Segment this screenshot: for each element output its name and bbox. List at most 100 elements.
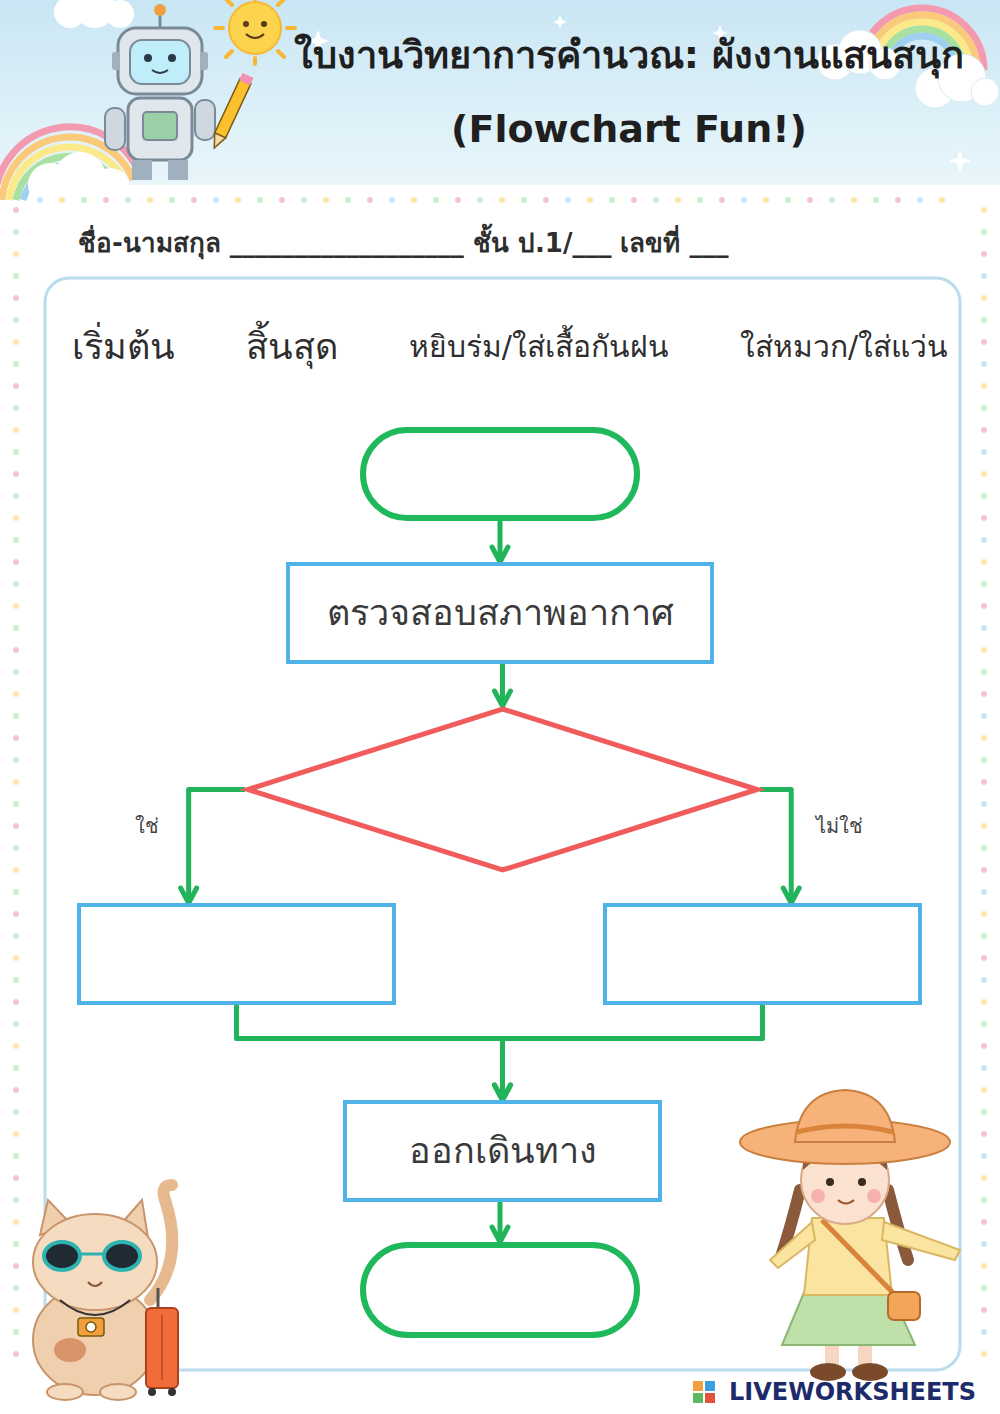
cat-illustration (78, 1318, 104, 1336)
girl-illustration (797, 1126, 893, 1132)
dotted-border (981, 405, 987, 411)
dotted-border (981, 383, 987, 389)
dotted-border (719, 197, 725, 203)
dotted-border (279, 197, 285, 203)
process-box: ออกเดินทาง (343, 1100, 662, 1202)
dotted-border (981, 911, 987, 917)
dotted-border (981, 889, 987, 895)
dotted-border (411, 197, 417, 203)
sun (287, 26, 295, 30)
flow-arrow (760, 790, 791, 904)
dotted-border (13, 625, 19, 631)
dotted-border (455, 197, 461, 203)
dotted-border (981, 999, 987, 1005)
sun (215, 26, 223, 30)
cloud-left (28, 0, 134, 208)
girl-illustration (811, 1189, 825, 1203)
dotted-border (895, 197, 901, 203)
girl-illustration (740, 1090, 960, 1381)
dotted-border (13, 647, 19, 653)
dotted-border (981, 823, 987, 829)
process-box (77, 903, 396, 1005)
process-box (77, 903, 396, 1005)
dotted-border (697, 197, 703, 203)
decision-diamond (245, 706, 760, 873)
girl-illustration (795, 1090, 895, 1142)
watermark-icon (705, 1393, 715, 1403)
diamond-outline (248, 709, 757, 870)
robot (209, 133, 226, 151)
dotted-border (13, 669, 19, 675)
dotted-border (873, 197, 879, 203)
end-terminal (360, 1242, 640, 1338)
terminal-outline (363, 430, 637, 518)
cat-illustration (54, 1338, 86, 1362)
robot (118, 28, 202, 94)
start-terminal (360, 427, 640, 521)
worksheet-title: ใบงานวิทยาการคำนวณ: ผังงานแสนสนุก (Flowc… (268, 18, 990, 166)
cloud-right (971, 78, 999, 106)
dotted-border (13, 1219, 19, 1225)
dotted-border (675, 197, 681, 203)
robot (112, 52, 120, 70)
robot (105, 4, 253, 180)
sun (253, 58, 257, 64)
dotted-border (13, 1263, 19, 1269)
watermark-icon (693, 1393, 703, 1403)
girl-illustration (822, 1220, 900, 1300)
dotted-border (13, 537, 19, 543)
sun (226, 51, 232, 57)
dotted-border (13, 911, 19, 917)
robot (143, 112, 177, 140)
dotted-border (13, 207, 19, 213)
cat-illustration (86, 1322, 96, 1332)
dotted-border (433, 197, 439, 203)
robot (200, 52, 208, 70)
dotted-border (981, 757, 987, 763)
robot (168, 160, 188, 180)
sun (278, 0, 284, 5)
cat-illustration (161, 1315, 163, 1380)
dotted-border (653, 197, 659, 203)
box-outline (605, 905, 920, 1003)
dotted-border (13, 449, 19, 455)
dotted-border (169, 197, 175, 203)
dotted-border (13, 1175, 19, 1181)
panel (45, 278, 960, 1370)
dotted-border (981, 713, 987, 719)
end-terminal (360, 1242, 640, 1338)
dotted-border (13, 1087, 19, 1093)
dotted-border (13, 845, 19, 851)
cat-illustration (33, 1214, 157, 1310)
dotted-border (981, 1043, 987, 1049)
sun (278, 51, 284, 57)
dotted-border (981, 845, 987, 851)
watermark-icon (693, 1381, 715, 1403)
dotted-border (939, 197, 945, 203)
dotted-border (13, 1021, 19, 1027)
node-text: ออกเดินทาง (409, 1128, 597, 1175)
word-bank-item: หยิบร่ม/ใส่เสื้อกันฝน (409, 323, 669, 370)
dotted-border (499, 197, 505, 203)
dotted-border (981, 625, 987, 631)
dotted-border (631, 197, 637, 203)
dotted-border (13, 889, 19, 895)
robot (209, 73, 254, 151)
dotted-border (13, 361, 19, 367)
sparkles (553, 15, 567, 29)
dotted-border (147, 197, 153, 203)
sun (243, 21, 249, 27)
dotted-border (13, 229, 19, 235)
cat-illustration (47, 1384, 83, 1400)
girl-illustration (888, 1292, 920, 1320)
dotted-border (981, 537, 987, 543)
header-band (0, 185, 1000, 195)
terminal-outline (363, 1245, 637, 1335)
dotted-border (981, 1285, 987, 1291)
robot (239, 73, 253, 85)
dotted-border (981, 427, 987, 433)
robot (132, 160, 152, 180)
cat-illustration (80, 1253, 104, 1256)
